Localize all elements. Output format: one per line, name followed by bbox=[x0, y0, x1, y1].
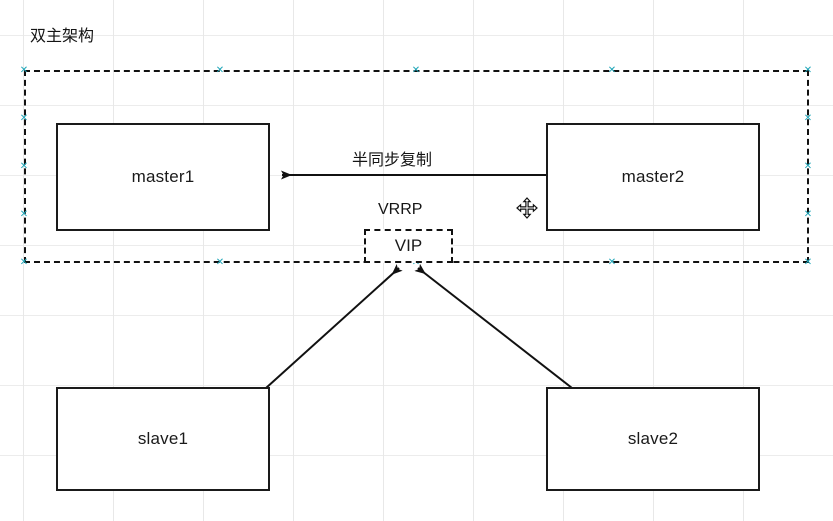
selection-handle-bottom-right[interactable] bbox=[804, 258, 813, 267]
selection-handle-top-2[interactable] bbox=[608, 66, 617, 75]
selection-handle-right-2[interactable] bbox=[804, 210, 813, 219]
node-vip[interactable]: VIP bbox=[364, 229, 453, 263]
node-vip-label: VIP bbox=[394, 236, 423, 255]
node-slave1-label: slave1 bbox=[137, 429, 189, 448]
selection-handle-left-1[interactable] bbox=[20, 114, 29, 123]
selection-handle-top-center[interactable] bbox=[412, 66, 421, 75]
node-slave1[interactable]: slave1 bbox=[56, 387, 270, 491]
edge-label-semi-sync-replication: 半同步复制 bbox=[352, 150, 433, 169]
selection-handle-top-right[interactable] bbox=[804, 66, 813, 75]
selection-handle-left-center[interactable] bbox=[20, 162, 29, 171]
annotation-vrrp-label: VRRP bbox=[378, 201, 423, 218]
group-title: 双主架构 bbox=[30, 26, 95, 45]
selection-handle-bottom-left[interactable] bbox=[20, 258, 29, 267]
node-slave2-label: slave2 bbox=[627, 429, 679, 448]
selection-handle-left-2[interactable] bbox=[20, 210, 29, 219]
node-master2[interactable]: master2 bbox=[546, 123, 760, 231]
selection-handle-right-center[interactable] bbox=[804, 162, 813, 171]
node-master2-label: master2 bbox=[621, 167, 685, 186]
selection-handle-bottom-2[interactable] bbox=[608, 258, 617, 267]
selection-handle-right-1[interactable] bbox=[804, 114, 813, 123]
node-master1-label: master1 bbox=[131, 167, 195, 186]
selection-handle-bottom-1[interactable] bbox=[216, 258, 225, 267]
selection-handle-top-1[interactable] bbox=[216, 66, 225, 75]
move-cursor-icon bbox=[516, 197, 538, 219]
selection-handle-top-left[interactable] bbox=[20, 66, 29, 75]
node-master1[interactable]: master1 bbox=[56, 123, 270, 231]
node-slave2[interactable]: slave2 bbox=[546, 387, 760, 491]
